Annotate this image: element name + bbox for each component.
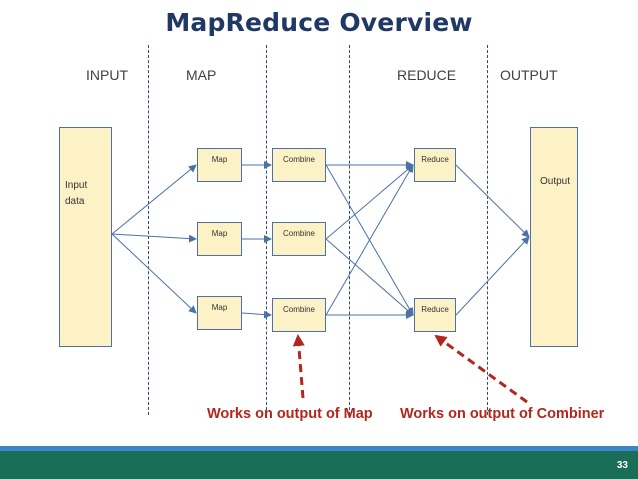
- annotation-arrow-combine: [292, 334, 305, 399]
- output-label: Output: [539, 176, 571, 187]
- arrow-combine2-reduce1: [325, 164, 414, 240]
- page-number: 33: [616, 460, 628, 471]
- map-box-2-label: Map: [211, 229, 228, 238]
- arrow-combine2-reduce2: [325, 238, 414, 316]
- slide-title: MapReduce Overview: [165, 8, 473, 37]
- arrow-combine3-reduce1: [325, 164, 414, 316]
- annotation-arrow-reduce: [434, 334, 528, 404]
- input-data-label-line2: data: [65, 196, 85, 207]
- arrow-map-combine-3: [241, 310, 272, 319]
- reduce-box-2-label: Reduce: [421, 305, 449, 314]
- arrow-input-map-3: [111, 233, 197, 314]
- combine-box-2-label: Combine: [282, 229, 315, 238]
- map-box-1-label: Map: [211, 155, 228, 164]
- arrow-reduce1-output: [455, 164, 530, 238]
- map-box-3: Map: [197, 296, 242, 330]
- column-label-reduce: REDUCE: [397, 67, 457, 83]
- arrow-input-map-1: [111, 164, 197, 235]
- combine-box-3-label: Combine: [282, 305, 315, 314]
- column-label-map: MAP: [186, 67, 217, 83]
- input-data-label-line1: Input: [65, 180, 88, 191]
- divider-input-map: [148, 45, 149, 415]
- annotation-reduce-note: Works on output of Combiner: [400, 406, 605, 422]
- reduce-box-1: Reduce: [414, 148, 456, 182]
- divider-reduce-output: [487, 45, 488, 415]
- arrow-input-map-2: [111, 233, 197, 243]
- divider-map-combine: [266, 45, 267, 415]
- combine-box-1-label: Combine: [282, 155, 315, 164]
- combine-box-3: Combine: [272, 298, 326, 332]
- reduce-box-2: Reduce: [414, 298, 456, 332]
- input-data-label: Input data: [65, 178, 105, 210]
- divider-combine-reduce: [349, 45, 350, 415]
- annotation-combine-note: Works on output of Map: [207, 406, 373, 422]
- footer-bar: [0, 446, 638, 479]
- combine-box-1: Combine: [272, 148, 326, 182]
- map-box-2: Map: [197, 222, 242, 256]
- combine-box-2: Combine: [272, 222, 326, 256]
- output-box: [530, 127, 578, 347]
- map-box-1: Map: [197, 148, 242, 182]
- map-box-3-label: Map: [211, 303, 228, 312]
- column-label-input: INPUT: [86, 67, 128, 83]
- arrow-reduce2-output: [455, 236, 530, 316]
- reduce-box-1-label: Reduce: [421, 155, 449, 164]
- input-data-box: [59, 127, 112, 347]
- column-label-output: OUTPUT: [500, 67, 558, 83]
